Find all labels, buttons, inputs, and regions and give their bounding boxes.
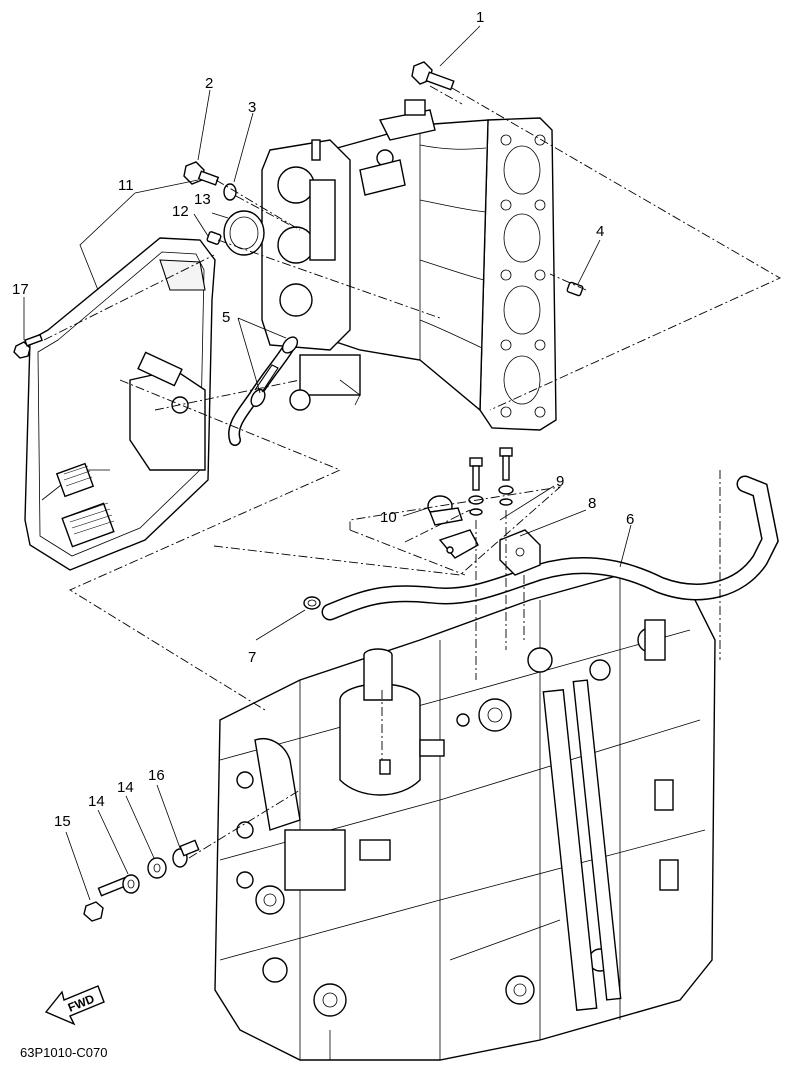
bolt-stack-9 xyxy=(468,447,514,516)
callout-10: 10 xyxy=(380,509,397,526)
callout-9: 9 xyxy=(556,473,564,490)
callout-5: 5 xyxy=(222,309,230,326)
holder-10 xyxy=(427,495,479,559)
bolt-15 xyxy=(83,876,131,922)
callout-14a: 14 xyxy=(88,793,105,810)
cylinder-block xyxy=(214,574,716,1061)
callout-14b: 14 xyxy=(117,779,134,796)
bolt-1 xyxy=(411,61,455,91)
gasket-13 xyxy=(223,210,265,256)
o-ring-3 xyxy=(223,183,237,201)
callout-13: 13 xyxy=(194,191,211,208)
callout-1: 1 xyxy=(476,9,484,26)
callout-11: 11 xyxy=(118,177,134,194)
callout-16: 16 xyxy=(148,767,165,784)
callout-4: 4 xyxy=(596,223,604,240)
assembly-lines xyxy=(43,85,781,859)
intake-manifold xyxy=(261,99,557,431)
diagram-code: 63P1010-C070 xyxy=(20,1045,107,1060)
silencer-grille xyxy=(55,462,115,548)
intake-silencer xyxy=(24,237,216,571)
bolt-2 xyxy=(183,161,220,186)
leader-lines xyxy=(23,25,632,901)
bolt-17 xyxy=(13,333,43,359)
callout-3: 3 xyxy=(248,99,256,116)
collar-14b xyxy=(147,857,167,879)
callout-6: 6 xyxy=(626,511,634,528)
dowel-12 xyxy=(206,231,222,245)
callout-2: 2 xyxy=(205,75,213,92)
hose-6 xyxy=(321,475,779,621)
clamp-7 xyxy=(303,596,321,610)
fwd-arrow-icon: FWD xyxy=(44,985,105,1026)
callout-8: 8 xyxy=(588,495,596,512)
callout-7: 7 xyxy=(248,649,256,666)
grommet-16 xyxy=(172,839,200,868)
bracket-8 xyxy=(499,529,541,576)
callout-15: 15 xyxy=(54,813,71,830)
callout-12: 12 xyxy=(172,203,189,220)
collar-14a xyxy=(122,874,140,894)
callout-17: 17 xyxy=(12,281,29,298)
callout-labels: 1 2 3 11 13 12 4 17 5 9 8 10 6 7 16 14 1… xyxy=(12,9,634,830)
dowel-4 xyxy=(566,281,584,297)
